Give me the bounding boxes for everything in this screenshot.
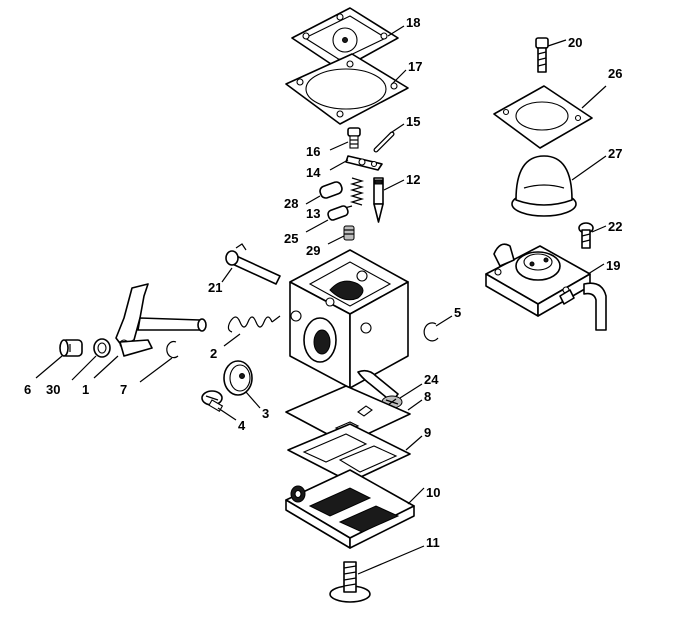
callout-12: 12 [406, 172, 420, 187]
leader-14: 14 [306, 159, 349, 180]
part-1-throttle-lever [115, 283, 207, 357]
callout-9: 9 [424, 425, 431, 440]
callout-18: 18 [406, 15, 420, 30]
part-26-flange [493, 85, 593, 149]
part-19-pump-body [485, 243, 607, 331]
callout-22: 22 [608, 219, 622, 234]
part-7-clip [166, 341, 179, 359]
leader-24: 24 [399, 372, 439, 399]
leader-7: 7 [120, 357, 173, 397]
leader-17: 17 [391, 59, 422, 85]
callout-15: 15 [406, 114, 420, 129]
part-29-plug [343, 225, 355, 241]
leader-22: 22 [591, 219, 622, 234]
callout-2: 2 [210, 346, 217, 361]
callout-30: 30 [46, 382, 60, 397]
leader-11: 11 [357, 535, 440, 575]
leader-5: 5 [435, 305, 461, 327]
part-21-shaft [225, 243, 281, 285]
callout-16: 16 [306, 144, 320, 159]
callout-24: 24 [424, 372, 439, 387]
part-27-primer-bulb [511, 155, 577, 217]
leader-27: 27 [571, 146, 622, 181]
leader-29: 29 [306, 235, 345, 258]
callout-27: 27 [608, 146, 622, 161]
callout-28: 28 [284, 196, 298, 211]
callout-25: 25 [284, 231, 298, 246]
callout-11: 11 [426, 535, 440, 550]
callout-6: 6 [24, 382, 31, 397]
leader-21: 21 [208, 267, 233, 295]
callout-20: 20 [568, 35, 582, 50]
part-10-end-cover [285, 469, 415, 549]
callout-5: 5 [454, 305, 461, 320]
callout-7: 7 [120, 382, 127, 397]
leader-30: 30 [46, 355, 97, 397]
callout-13: 13 [306, 206, 320, 221]
part-18-diaphragm [291, 7, 399, 71]
part-6-cap [59, 339, 83, 357]
part-carburetor-body [289, 249, 409, 403]
part-20-screw [535, 37, 549, 73]
callout-14: 14 [306, 165, 321, 180]
callout-21: 21 [208, 280, 222, 295]
callout-19: 19 [606, 258, 620, 273]
leader-28: 28 [284, 195, 321, 211]
leader-20: 20 [547, 35, 582, 50]
part-17-gasket [285, 53, 409, 125]
part-3-throttle-plate [223, 360, 253, 396]
leader-19: 19 [587, 258, 620, 275]
part-22-screw [578, 222, 594, 249]
part-16-screw [347, 127, 361, 149]
callout-4: 4 [238, 418, 246, 433]
part-13-spring [349, 177, 365, 206]
leader-12: 12 [383, 172, 420, 191]
callout-29: 29 [306, 243, 320, 258]
leader-6: 6 [24, 355, 63, 397]
leader-8: 8 [407, 389, 431, 411]
leader-25: 25 [284, 219, 329, 246]
part-5-circlip [423, 322, 439, 342]
callout-3: 3 [262, 406, 269, 421]
leader-9: 9 [405, 425, 431, 451]
leader-4: 4 [217, 407, 246, 433]
leader-26: 26 [581, 66, 622, 109]
part-11-screw [329, 561, 371, 603]
callout-26: 26 [608, 66, 622, 81]
part-28-cap [319, 181, 343, 199]
part-12-inlet-needle [373, 177, 384, 223]
part-25-cap [327, 205, 349, 221]
part-2-spring [227, 315, 281, 333]
callout-1: 1 [82, 382, 89, 397]
leader-16: 16 [306, 141, 349, 159]
leader-1: 1 [82, 355, 119, 397]
part-15-pin [373, 131, 395, 153]
callout-17: 17 [408, 59, 422, 74]
part-14-inlet-lever [345, 155, 383, 171]
leader-3: 3 [245, 391, 269, 421]
leader-10: 10 [407, 485, 440, 505]
part-4-screw [201, 390, 224, 412]
leader-2: 2 [210, 333, 241, 361]
callout-8: 8 [424, 389, 431, 404]
part-9-gasket [287, 423, 411, 483]
leader-18: 18 [387, 15, 420, 37]
leader-15: 15 [391, 114, 420, 133]
part-30-washer [93, 338, 111, 358]
callout-10: 10 [426, 485, 440, 500]
